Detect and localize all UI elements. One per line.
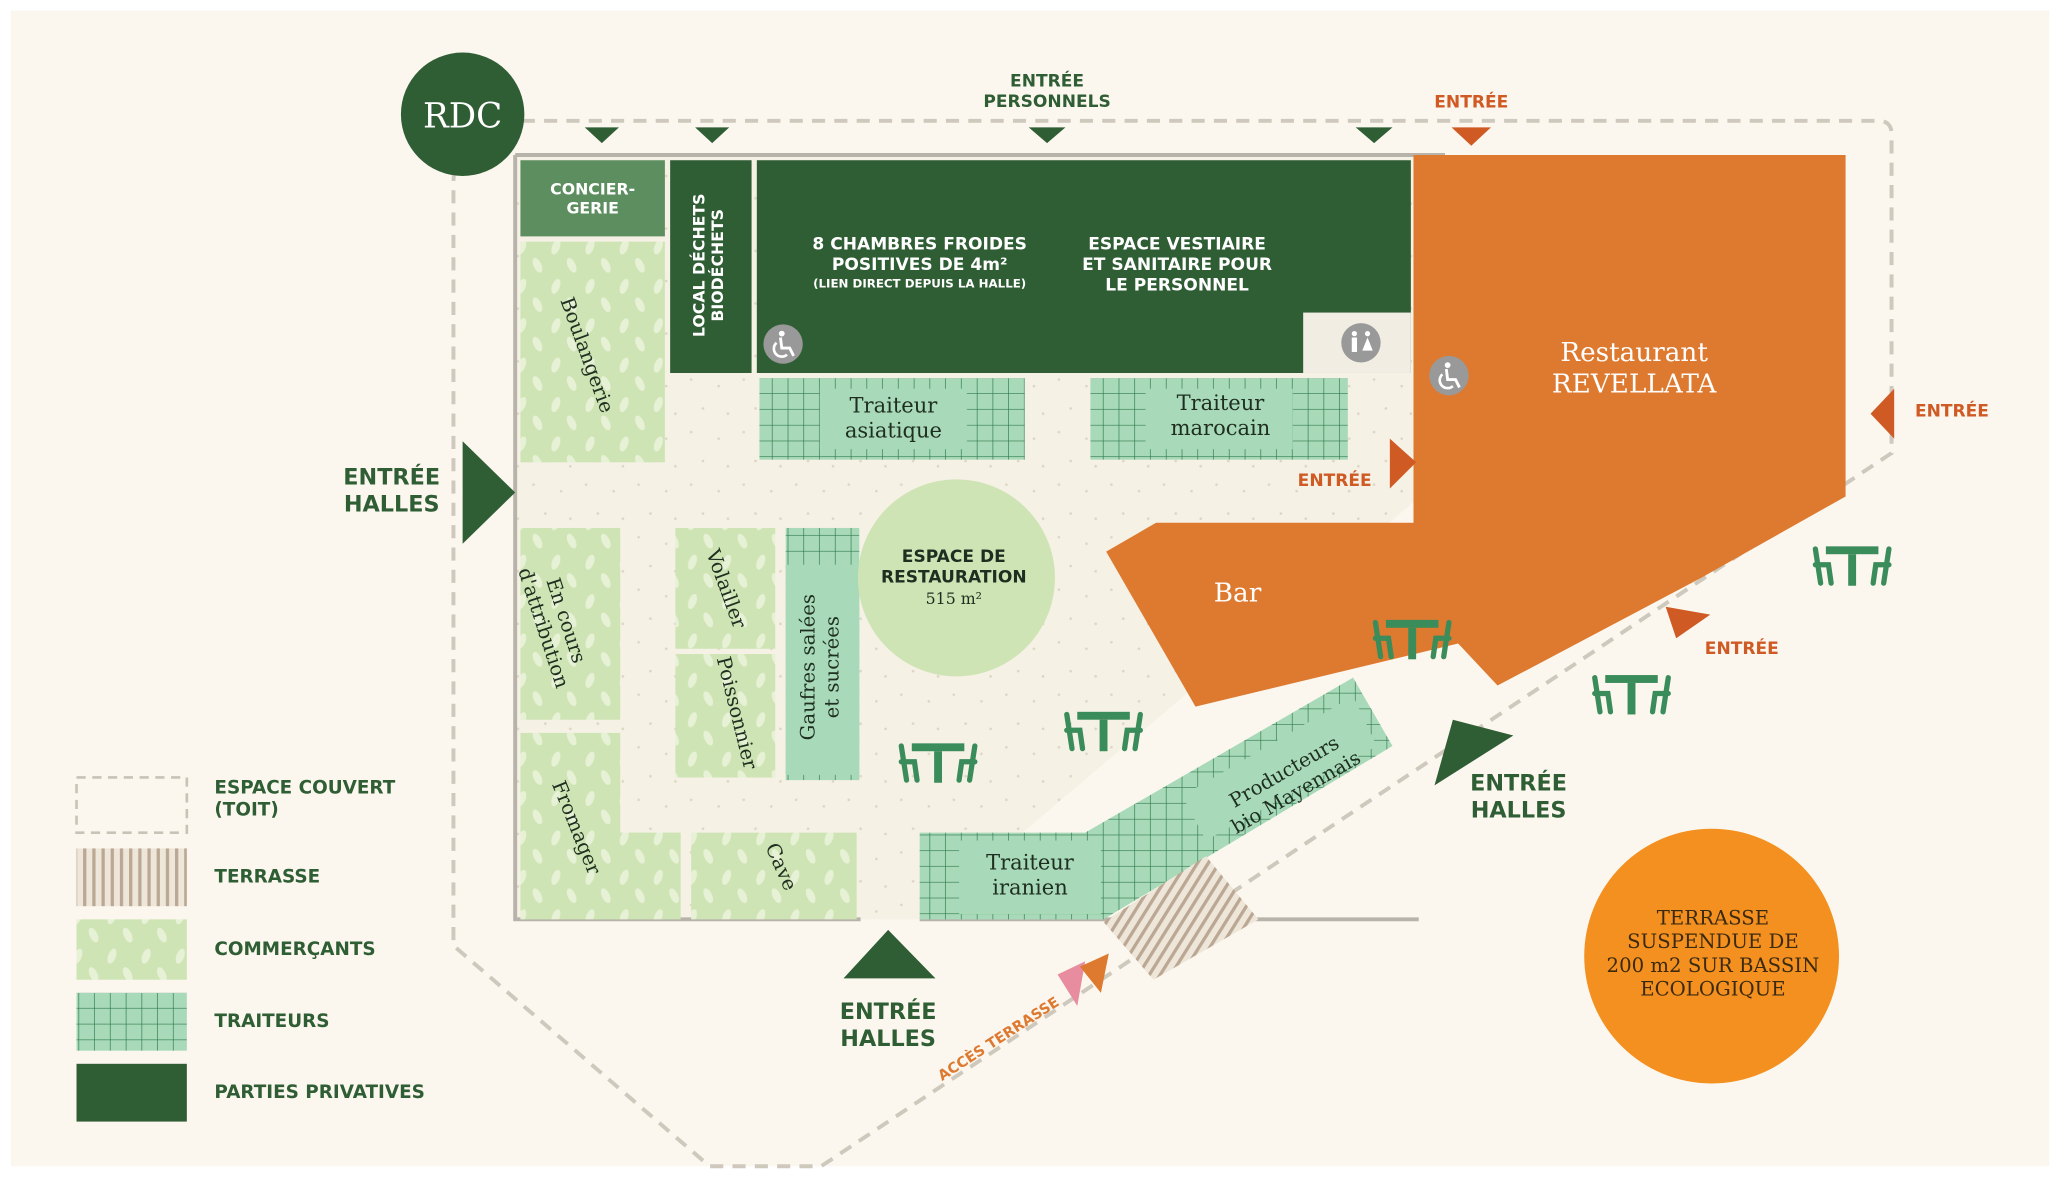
legend-item-label: PARTIES PRIVATIVES <box>214 1082 424 1103</box>
entrance-lower-label: ENTRÉE <box>1705 637 1779 659</box>
bar-label: Bar <box>1214 579 1262 609</box>
en-cours-shop <box>520 527 621 720</box>
volailler-shop <box>675 527 776 649</box>
entrance-right-arrow-icon <box>1870 388 1895 439</box>
restaurant-revellata-area <box>1106 154 1846 707</box>
cold-rooms-area <box>756 160 1411 373</box>
legend-swatch-terrasse <box>76 848 187 907</box>
staff-entry-markers <box>584 127 1393 144</box>
wheelchair-icon <box>1427 354 1471 397</box>
cave-shop <box>691 832 857 920</box>
entrance-right-label: ENTRÉE <box>1915 399 1989 421</box>
poissonnier-shop <box>675 654 776 778</box>
local-dechets-label: LOCAL DÉCHETSBIODÉCHETS <box>689 194 727 338</box>
terrace-access-arrow-pink-icon <box>1057 961 1086 1007</box>
gaufres-label: Gaufres saléeset sucrées <box>797 594 844 740</box>
wheelchair-icon <box>761 322 805 366</box>
legend-swatch-traiteurs <box>76 992 187 1051</box>
terrace-ramp <box>1103 856 1259 980</box>
level-badge <box>400 52 525 176</box>
entrance-halles-bottom-arrow-icon <box>843 929 936 979</box>
level-badge-label: RDC <box>423 96 502 136</box>
chambres-froides-note-label: (LIEN DIRECT DEPUIS LA HALLE) <box>813 277 1026 291</box>
conciergerie-label: CONCIER-GERIE <box>550 179 635 217</box>
legend-swatch-privatives <box>76 1063 187 1122</box>
entrance-top-right-arrow-icon <box>1451 127 1491 146</box>
entrance-middle-arrow-icon <box>1389 438 1417 489</box>
legend-swatch-commercants <box>76 919 187 980</box>
espace-restauration-area-label: 515 m² <box>926 589 982 608</box>
legend-item-label: ESPACE COUVERT(TOIT) <box>214 777 395 820</box>
boulangerie-shop <box>520 241 665 463</box>
terrasse-suspendue-area <box>1584 828 1840 1084</box>
local-dechets-room <box>670 160 752 373</box>
legend-swatch-covered <box>75 776 189 834</box>
entrance-lower-arrow-icon <box>1665 606 1711 639</box>
espace-restauration-area <box>857 479 1055 677</box>
conciergerie-room <box>520 160 665 237</box>
entrance-middle-label: ENTRÉE <box>1298 469 1372 491</box>
legend-item-label: TRAITEURS <box>214 1011 329 1032</box>
entrance-halles-right-arrow-icon <box>1434 719 1514 786</box>
entrance-top-right-label: ENTRÉE <box>1434 91 1508 113</box>
fromager-shop <box>520 732 681 920</box>
entrance-halles-left-arrow-icon <box>462 441 516 544</box>
toilet-icon <box>1341 323 1381 363</box>
legend-item-label: TERRASSE <box>214 867 320 888</box>
legend-item-label: COMMERÇANTS <box>214 939 375 960</box>
